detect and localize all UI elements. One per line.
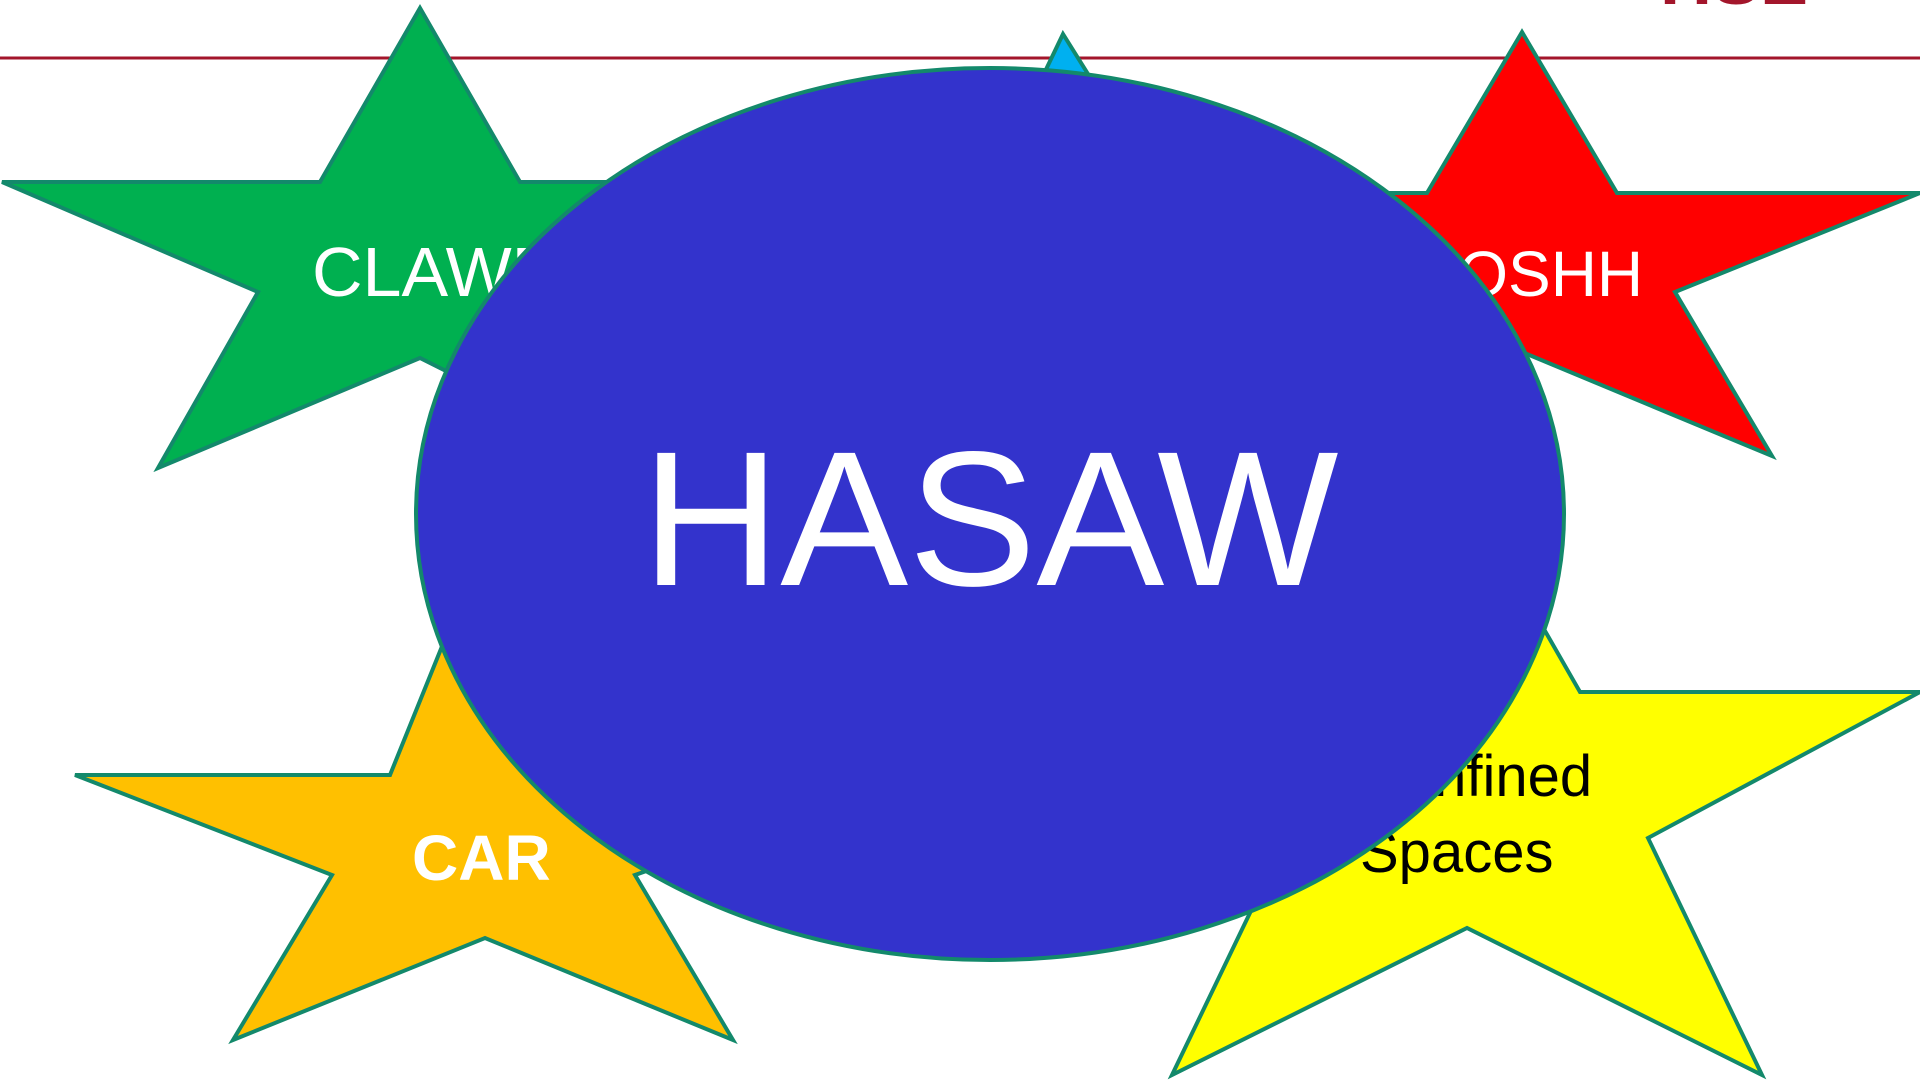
center-label: HASAW [642,411,1339,626]
hse-logo: HSE [1660,0,1808,20]
star-car-label: CAR [412,822,551,894]
center-ellipse [414,66,1566,962]
